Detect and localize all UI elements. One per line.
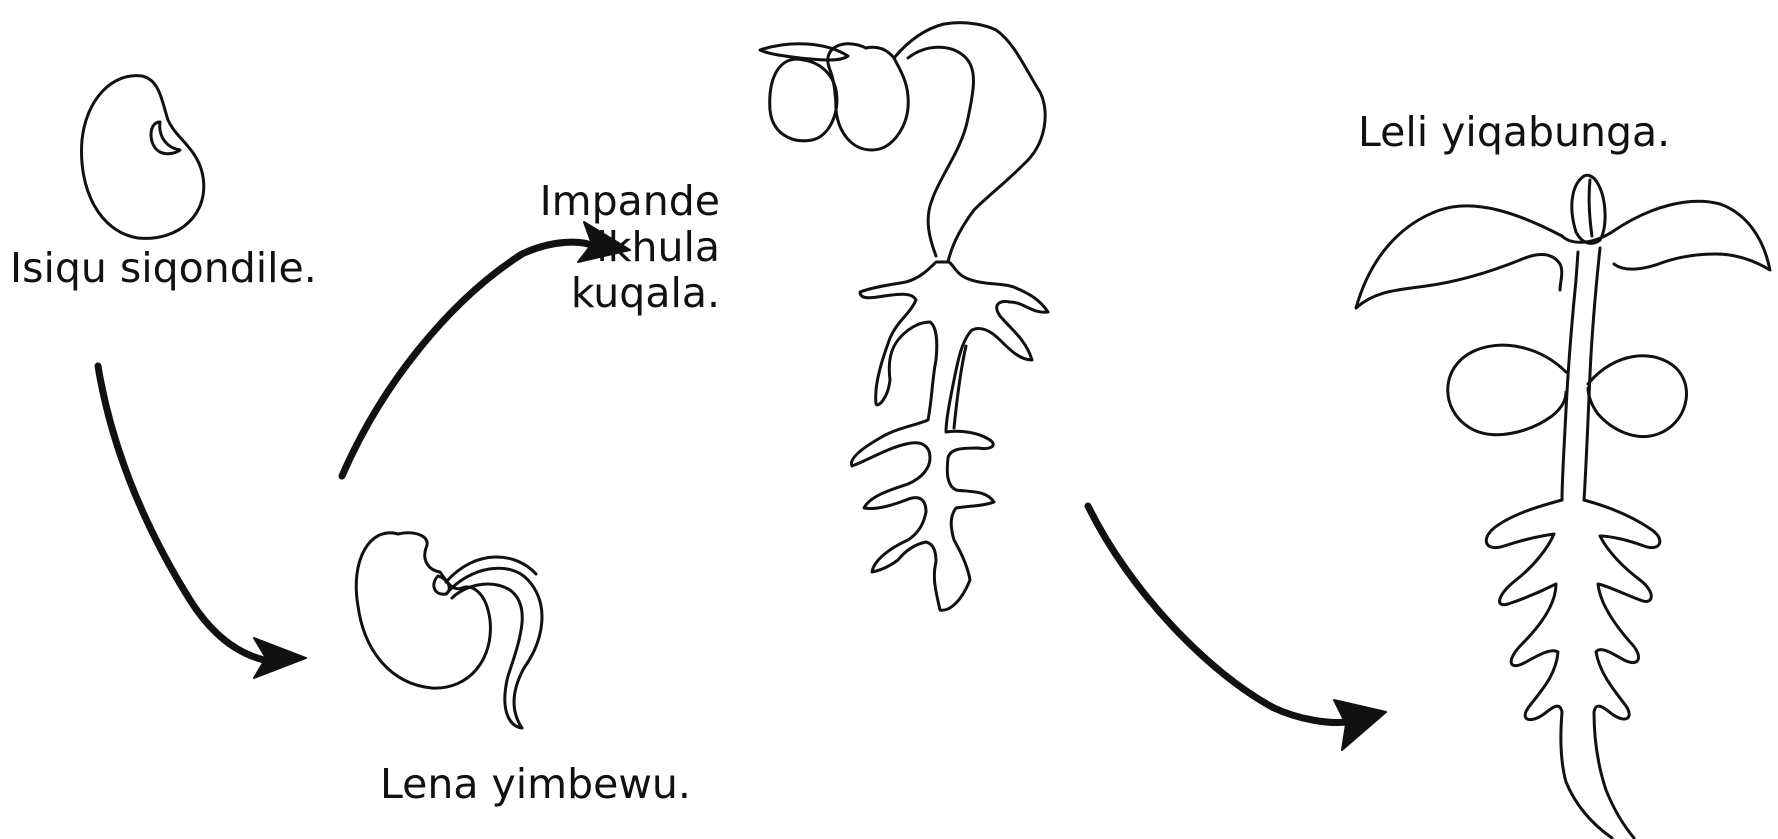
germinating-seed-drawing xyxy=(356,533,542,728)
young-plant-drawing xyxy=(1356,175,1770,838)
label-seed: Lena yimbewu. xyxy=(380,762,691,808)
label-root-line-3: kuqala. xyxy=(540,271,720,317)
arrow-roots-to-plant xyxy=(1088,506,1386,750)
seedling-with-roots-drawing xyxy=(760,23,1048,611)
label-leaf: Leli yiqabunga. xyxy=(1358,110,1670,156)
bean-seed-drawing xyxy=(82,76,204,239)
arrow-seed-to-sprout xyxy=(98,366,306,678)
label-root-grows-first: Impande ikhula kuqala. xyxy=(540,179,720,317)
label-root-line-1: Impande xyxy=(540,179,720,225)
label-root-line-2: ikhula xyxy=(540,225,720,271)
label-straight-stem: Isiqu siqondile. xyxy=(10,246,317,292)
